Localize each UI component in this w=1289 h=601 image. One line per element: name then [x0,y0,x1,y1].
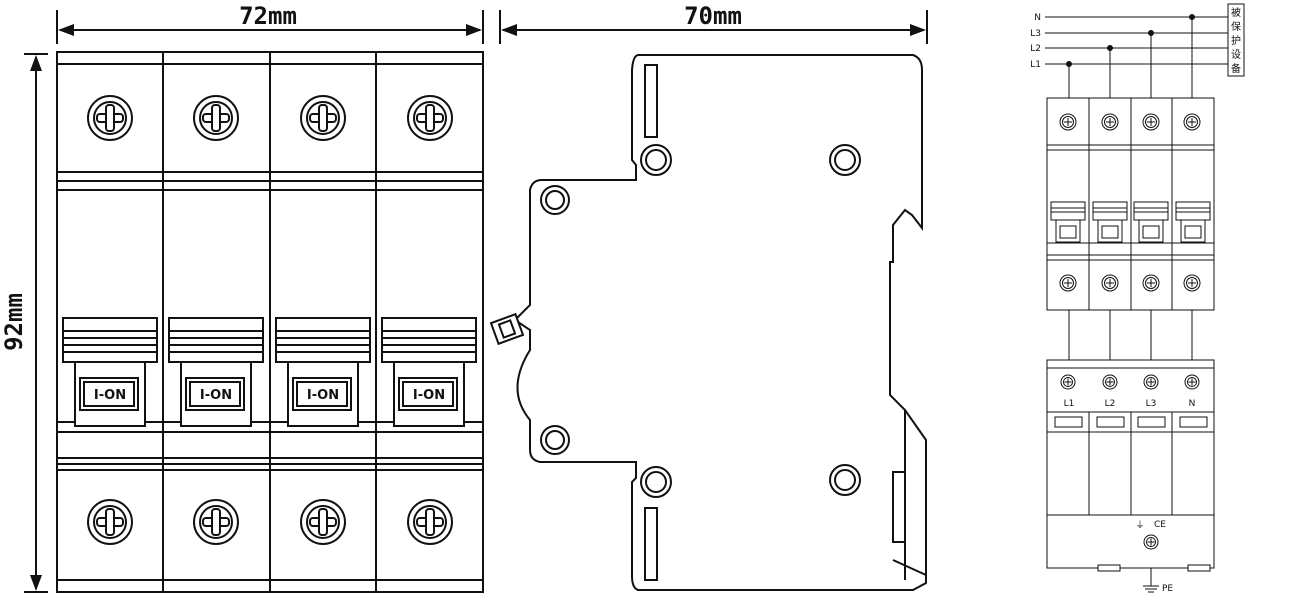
screw-icon [1142,113,1160,131]
dimension-width-front: 72mm [56,2,484,44]
screw-icon [300,95,346,141]
rivet-icon [540,425,570,455]
screw-icon [1059,274,1077,292]
front-bottom-screws [87,499,453,545]
front-handle-labels: I-ON I-ON I-ON I-ON [94,388,445,403]
side-slot-top [644,64,658,138]
switch-label: I-ON [94,388,126,403]
screw-icon [1183,274,1201,292]
connecting-wires [1068,310,1193,360]
rivet-icon [640,466,672,498]
screw-icon [1143,374,1159,390]
spd-label-l3: L3 [1146,399,1157,409]
screw-icon [1183,113,1201,131]
switch-label: I-ON [307,388,339,403]
screw-icon [87,499,133,545]
screw-icon [193,499,239,545]
dimension-width-side: 70mm [499,2,928,44]
screw-icon [1143,534,1159,550]
side-slot-bottom [644,507,658,581]
spd-screws [1060,374,1200,550]
screw-icon [300,499,346,545]
screw-icon [407,499,453,545]
pe-label: PE [1162,584,1173,594]
front-width-label: 72mm [239,2,297,30]
screw-icon [1184,374,1200,390]
screw-icon [87,95,133,141]
dimension-height: 92mm [0,53,48,593]
ground-mark-icon: ⏚ [1135,520,1144,531]
equipment-label-text: 被保护设备 [1231,6,1241,75]
side-profile-outline [513,54,927,591]
line-labels: N L3 L2 L1 [1030,13,1041,70]
switch-label: I-ON [200,388,232,403]
wiring-diagram: N L3 L2 L1 被保护设备 [1030,3,1245,594]
screw-icon [407,95,453,141]
rivet-icon [540,185,570,215]
line-label-l1: L1 [1030,60,1041,70]
breaker-handles [1050,201,1211,243]
switch-label: I-ON [413,388,445,403]
side-view [489,54,927,591]
supply-lines [1045,16,1228,65]
front-top-screws [87,95,453,141]
screw-icon [1059,113,1077,131]
screw-icon [193,95,239,141]
rivet-icon [829,464,861,496]
line-label-l3: L3 [1030,29,1041,39]
switch-handle [168,317,264,427]
equipment-label: 被保护设备 [1231,6,1241,75]
screw-icon [1142,274,1160,292]
front-handles [62,317,477,427]
spd-block [1046,359,1215,572]
spd-label-l1: L1 [1064,399,1075,409]
protected-equipment-box [1227,3,1245,77]
screw-icon [1060,374,1076,390]
spd-label-l2: L2 [1105,399,1116,409]
switch-handle [275,317,371,427]
screw-icon [1101,113,1119,131]
height-label: 92mm [0,293,28,351]
drop-wires [1066,14,1195,98]
pe-ground [1143,568,1159,593]
line-label-l2: L2 [1030,44,1041,54]
line-label-n: N [1034,13,1041,23]
spd-label-n: N [1189,399,1196,409]
switch-handle [62,317,158,427]
side-holes [540,144,861,498]
screw-icon [1101,274,1119,292]
switch-handle [381,317,477,427]
ce-mark: CE [1154,520,1166,530]
side-width-label: 70mm [684,2,742,30]
spd-terminal-labels: L1 L2 L3 N [1064,399,1196,409]
screw-icon [1102,374,1118,390]
breaker-screws [1059,113,1201,292]
rivet-icon [640,144,672,176]
rivet-icon [829,144,861,176]
